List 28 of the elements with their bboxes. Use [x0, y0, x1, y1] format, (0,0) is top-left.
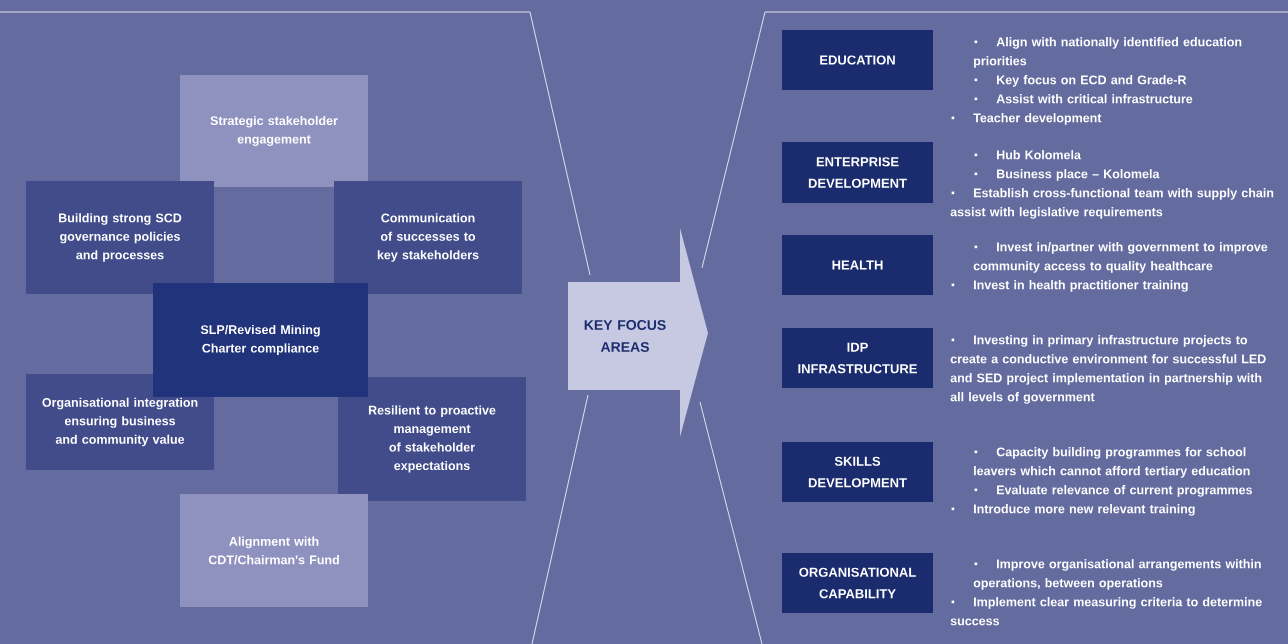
focus-area-box: EDUCATION: [782, 30, 933, 90]
strategy-box: Strategic stakeholder engagement: [180, 75, 368, 187]
strategy-box: Organisational integration ensuring business and community value: [26, 374, 214, 470]
bullet-item: Hub Kolomela: [974, 150, 1081, 160]
focus-area-box: ENTERPRISE DEVELOPMENT: [782, 142, 933, 203]
bullet-item: Capacity building programmes for school leavers which cannot afford tertiary education: [974, 447, 1250, 478]
strategy-box: Building strong SCD governance policies and processes: [26, 181, 214, 294]
focus-area-box: ORGANISATIONAL CAPABILITY: [782, 553, 933, 613]
strategy-box: Resilient to proactive management of stakeholder expectations: [338, 377, 526, 501]
bullet-item: Business place – Kolomela: [974, 169, 1160, 181]
bullet-item: Teacher development: [951, 113, 1102, 125]
strategy-box: SLP/Revised Mining Charter compliance: [153, 283, 368, 397]
strategy-box: Communication of successes to key stakeholders: [334, 181, 522, 294]
bullet-item: Invest in health practitioner training: [951, 280, 1188, 292]
focus-area-box: SKILLS DEVELOPMENT: [782, 442, 933, 502]
bullet-item: Assist with critical infrastructure: [974, 94, 1193, 104]
focus-area-box: HEALTH: [782, 235, 933, 295]
bullet-item: Introduce more new relevant training: [951, 504, 1195, 516]
bullet-item: Evaluate relevance of current programmes: [974, 485, 1252, 497]
bullet-item: Improve organisational arrangements within operations, between operations: [973, 559, 1261, 590]
bullet-item: Align with nationally identified education priorities: [974, 37, 1242, 68]
bullet-item: Key focus on ECD and Grade-R: [974, 75, 1187, 87]
bullet-item: Implement clear measuring criteria to determine success: [950, 597, 1262, 626]
strategy-box: Alignment with CDT/Chairman's Fund: [180, 494, 368, 607]
bullet-item: Invest in/partner with government to improve community access to quality healthcare: [973, 242, 1268, 273]
focus-area-box: IDP INFRASTRUCTURE: [782, 328, 933, 388]
bullet-item: Investing in primary infrastructure projects to create a conductive environment for successful LED and SED project implementation in partnership with all levels of government: [950, 335, 1266, 404]
bullet-item: Establish cross-functional team with supply chain assist with legislative requirements: [950, 188, 1274, 219]
